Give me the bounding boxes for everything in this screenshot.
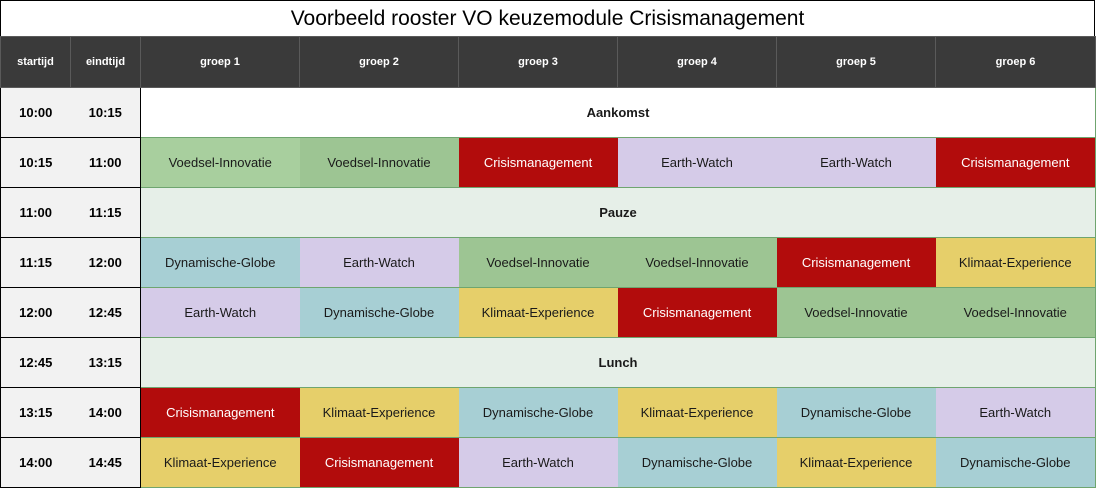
table-row: 12:00 12:45 Earth-Watch Dynamische-Globe… <box>0 287 1096 338</box>
activity-cell: Klimaat-Experience <box>299 387 459 438</box>
activity-cell: Voedsel-Innovatie <box>935 287 1096 338</box>
schedule-table: startijd eindtijd groep 1 groep 2 groep … <box>0 36 1096 488</box>
activity-cell: Klimaat-Experience <box>140 437 300 488</box>
header-group-5: groep 5 <box>776 36 936 88</box>
activity-cell: Klimaat-Experience <box>617 387 777 438</box>
header-row: startijd eindtijd groep 1 groep 2 groep … <box>0 36 1096 88</box>
schedule-title: Voorbeeld rooster VO keuzemodule Crisism… <box>0 0 1095 36</box>
start-time: 10:00 <box>0 87 71 138</box>
header-group-2: groep 2 <box>299 36 459 88</box>
header-group-1: groep 1 <box>140 36 300 88</box>
header-group-6: groep 6 <box>935 36 1096 88</box>
activity-cell: Dynamische-Globe <box>776 387 936 438</box>
activity-cell: Dynamische-Globe <box>299 287 459 338</box>
start-time: 12:00 <box>0 287 71 338</box>
break-cell-lunch: Lunch <box>140 337 1096 388</box>
table-row: 12:45 13:15 Lunch <box>0 337 1096 388</box>
table-row: 11:00 11:15 Pauze <box>0 187 1096 238</box>
header-end: eindtijd <box>70 36 141 88</box>
break-cell-arrival: Aankomst <box>140 87 1096 138</box>
end-time: 14:00 <box>70 387 141 438</box>
header-group-4: groep 4 <box>617 36 777 88</box>
table-row: 13:15 14:00 Crisismanagement Klimaat-Exp… <box>0 387 1096 438</box>
activity-cell: Dynamische-Globe <box>458 387 618 438</box>
start-time: 10:15 <box>0 137 71 188</box>
activity-cell: Earth-Watch <box>140 287 300 338</box>
activity-cell: Crisismanagement <box>140 387 300 438</box>
activity-cell: Voedsel-Innovatie <box>299 137 459 188</box>
start-time: 13:15 <box>0 387 71 438</box>
activity-cell: Crisismanagement <box>617 287 777 338</box>
activity-cell: Klimaat-Experience <box>935 237 1096 288</box>
end-time: 13:15 <box>70 337 141 388</box>
activity-cell: Earth-Watch <box>935 387 1096 438</box>
table-row: 10:00 10:15 Aankomst <box>0 87 1096 138</box>
activity-cell: Earth-Watch <box>776 137 936 188</box>
activity-cell: Crisismanagement <box>776 237 936 288</box>
table-row: 14:00 14:45 Klimaat-Experience Crisisman… <box>0 437 1096 488</box>
end-time: 10:15 <box>70 87 141 138</box>
activity-cell: Voedsel-Innovatie <box>458 237 618 288</box>
end-time: 12:00 <box>70 237 141 288</box>
activity-cell: Klimaat-Experience <box>776 437 936 488</box>
activity-cell: Crisismanagement <box>458 137 618 188</box>
end-time: 11:15 <box>70 187 141 238</box>
activity-cell: Dynamische-Globe <box>617 437 777 488</box>
activity-cell: Crisismanagement <box>935 137 1096 188</box>
start-time: 11:00 <box>0 187 71 238</box>
start-time: 12:45 <box>0 337 71 388</box>
activity-cell: Voedsel-Innovatie <box>617 237 777 288</box>
table-row: 10:15 11:00 Voedsel-Innovatie Voedsel-In… <box>0 137 1096 188</box>
activity-cell: Earth-Watch <box>617 137 777 188</box>
start-time: 11:15 <box>0 237 71 288</box>
activity-cell: Klimaat-Experience <box>458 287 618 338</box>
activity-cell: Earth-Watch <box>299 237 459 288</box>
header-group-3: groep 3 <box>458 36 618 88</box>
activity-cell: Dynamische-Globe <box>935 437 1096 488</box>
end-time: 14:45 <box>70 437 141 488</box>
header-start: startijd <box>0 36 71 88</box>
table-row: 11:15 12:00 Dynamische-Globe Earth-Watch… <box>0 237 1096 288</box>
activity-cell: Voedsel-Innovatie <box>776 287 936 338</box>
end-time: 12:45 <box>70 287 141 338</box>
end-time: 11:00 <box>70 137 141 188</box>
activity-cell: Earth-Watch <box>458 437 618 488</box>
activity-cell: Dynamische-Globe <box>140 237 300 288</box>
activity-cell: Voedsel-Innovatie <box>140 137 300 188</box>
activity-cell: Crisismanagement <box>299 437 459 488</box>
break-cell-pause: Pauze <box>140 187 1096 238</box>
start-time: 14:00 <box>0 437 71 488</box>
